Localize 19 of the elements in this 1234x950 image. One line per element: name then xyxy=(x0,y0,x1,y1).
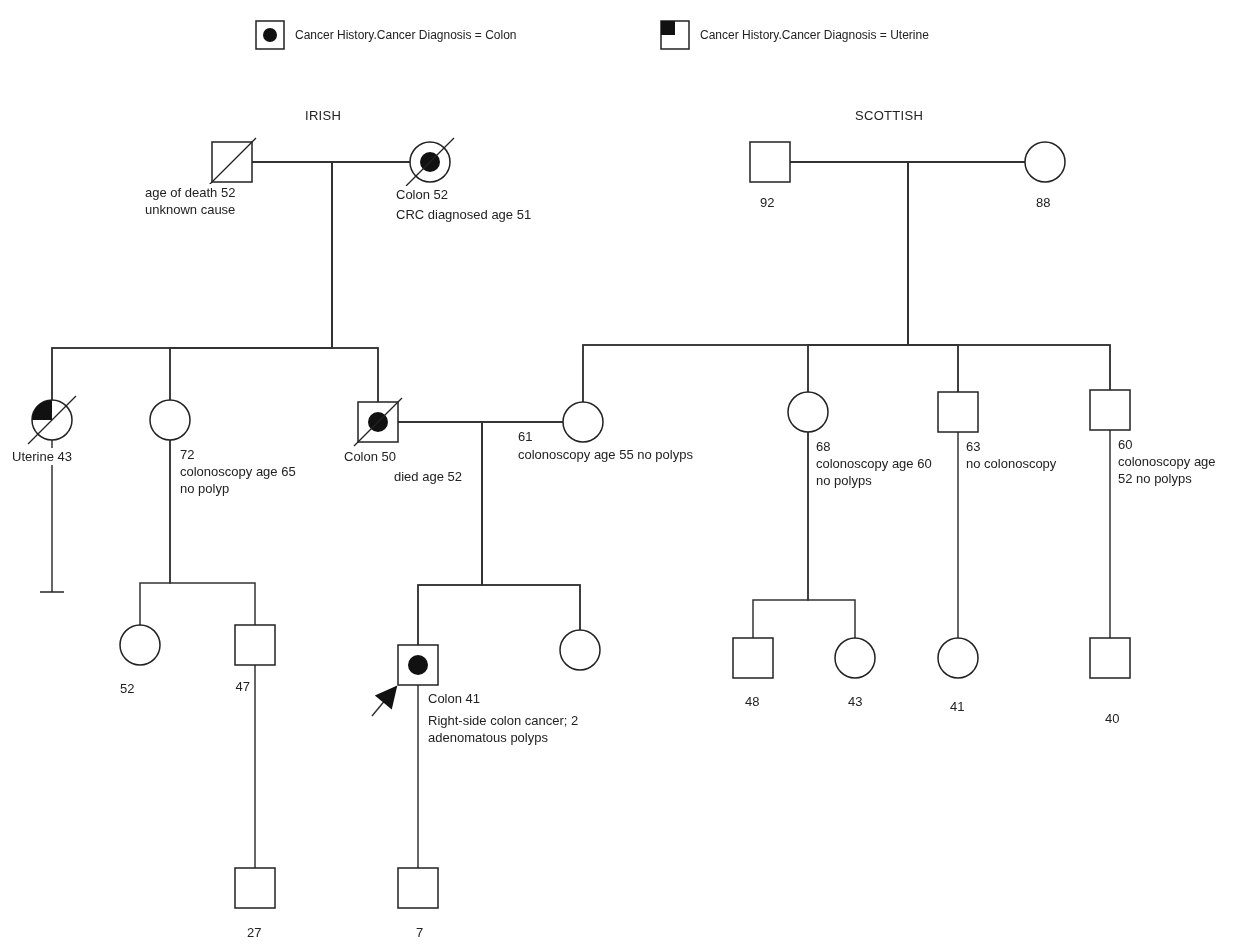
descent-line xyxy=(417,684,419,869)
female-circle xyxy=(27,395,77,445)
male-square xyxy=(207,137,257,187)
legend-text: Cancer History.Cancer Diagnosis = Uterine xyxy=(700,28,929,42)
male-square xyxy=(353,397,403,447)
descent-line xyxy=(807,431,856,639)
descent-line xyxy=(254,664,256,869)
female-circle xyxy=(405,137,455,187)
descent-line xyxy=(1109,429,1111,639)
annotation-text: Uterine 43 xyxy=(12,448,72,465)
ancestry-label: SCOTTISH xyxy=(855,108,924,123)
descent-line xyxy=(957,431,959,639)
proband-arrow xyxy=(371,685,398,717)
legend-text: Cancer History.Cancer Diagnosis = Colon xyxy=(295,28,517,42)
no-offspring-line xyxy=(39,439,65,593)
descent-line xyxy=(481,421,581,631)
descent-line xyxy=(907,161,1111,391)
ancestry-label: IRISH xyxy=(305,108,342,123)
descent-line xyxy=(169,439,256,626)
